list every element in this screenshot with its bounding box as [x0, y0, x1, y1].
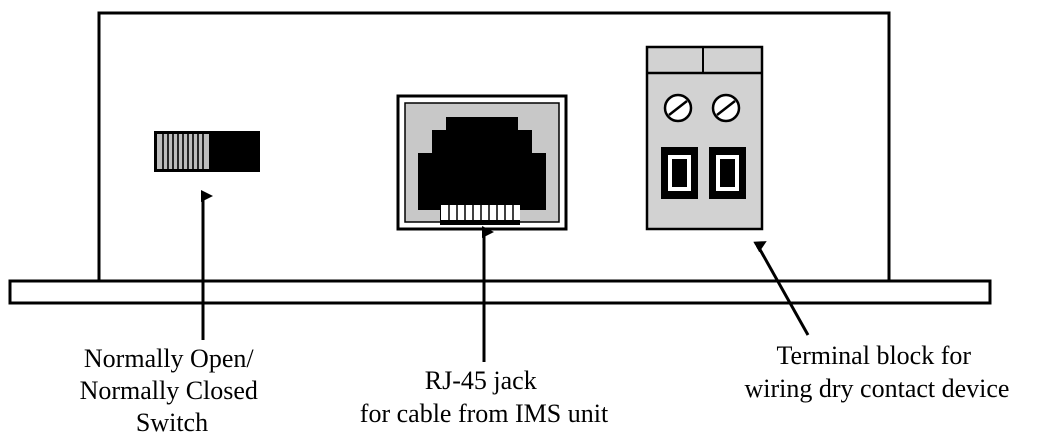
terminal-socket-2: [709, 147, 746, 199]
jack-label: RJ-45 jack for cable from IMS unit: [360, 366, 609, 428]
rj45-jack: [396, 94, 568, 231]
terminal-block: [645, 45, 764, 231]
switch-label-line-2: Normally Closed: [80, 376, 258, 405]
terminal-screw-2: [711, 93, 741, 123]
switch-label-line-1: Normally Open/: [84, 344, 254, 373]
terminal-socket-1: [661, 147, 698, 199]
switch-label-line-3: Switch: [136, 408, 208, 437]
terminal-arrow: [753, 241, 810, 336]
jack-label-line-2: for cable from IMS unit: [360, 399, 609, 428]
jack-label-line-1: RJ-45 jack: [425, 366, 537, 395]
slide-switch: [154, 131, 260, 172]
switch-label: Normally Open/ Normally Closed Switch: [80, 344, 265, 437]
base-plate: [8, 279, 992, 305]
terminal-label-line-2: wiring dry contact device: [745, 374, 1010, 403]
terminal-label-line-1: Terminal block for: [776, 341, 971, 370]
terminal-screw-1: [663, 93, 693, 123]
terminal-label: Terminal block for wiring dry contact de…: [745, 341, 1010, 403]
